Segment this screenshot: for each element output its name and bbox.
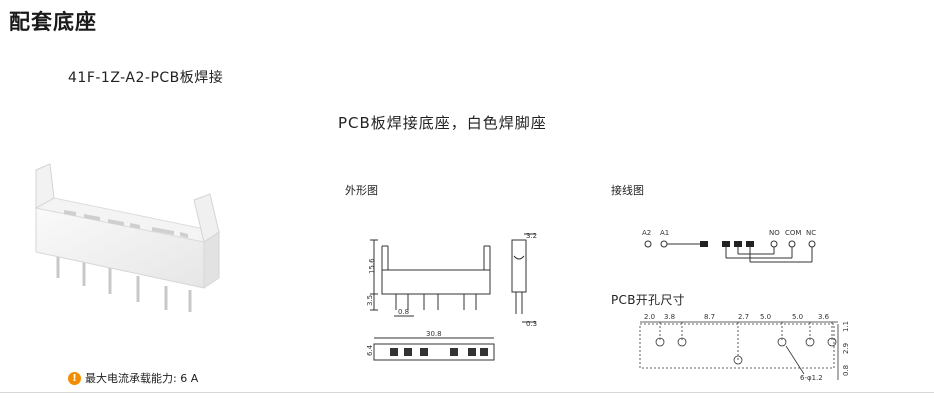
pcb-dim-2-0: 2.0 xyxy=(644,313,655,321)
terminal-com-label: COM xyxy=(785,229,801,237)
dim-0-8: 0.8 xyxy=(398,308,409,316)
dim-15-6: 15.6 xyxy=(368,258,376,274)
pcb-drilling-drawing: 2.0 3.8 8.7 2.7 5.0 5.0 3.6 1.1 2.9 0.8 … xyxy=(639,313,850,382)
dim-30-8: 30.8 xyxy=(426,330,442,338)
pcb-dim-2-7: 2.7 xyxy=(738,313,749,321)
pcb-dim-0-8: 0.8 xyxy=(842,365,850,376)
dim-6-4: 6.4 xyxy=(366,344,374,356)
pcb-label: PCB开孔尺寸 xyxy=(611,293,685,307)
wiring-label: 接线图 xyxy=(611,184,644,197)
product-subtitle: PCB板焊接底座，白色焊脚座 xyxy=(338,114,547,132)
pcb-dim-1-1: 1.1 xyxy=(842,321,850,332)
dim-3-5: 3.5 xyxy=(366,295,374,306)
pcb-hole-spec: 6-φ1.2 xyxy=(800,374,823,382)
terminal-no-label: NO xyxy=(769,229,780,237)
bottom-divider xyxy=(0,392,934,393)
pcb-dim-5-0a: 5.0 xyxy=(760,313,771,321)
pcb-dim-2-9: 2.9 xyxy=(842,343,850,354)
terminal-nc-label: NC xyxy=(806,229,816,237)
note-text: 最大电流承载能力: 6 A xyxy=(85,372,199,385)
pcb-dim-3-8: 3.8 xyxy=(664,313,675,321)
terminal-a2-label: A2 xyxy=(642,229,651,237)
wiring-diagram: A2 A1 NO COM NC xyxy=(642,229,816,263)
outline-label: 外形图 xyxy=(345,184,378,197)
pcb-dim-3-6: 3.6 xyxy=(818,313,830,321)
current-capacity-note: ! 最大电流承载能力: 6 A xyxy=(68,370,198,386)
terminal-a1-label: A1 xyxy=(660,229,669,237)
model-name: 41F-1Z-A2-PCB板焊接 xyxy=(68,70,224,86)
outline-drawing: 3.2 15.6 3.5 0.8 0.3 30.8 6.4 xyxy=(366,232,537,361)
socket-product-image xyxy=(34,163,221,312)
pcb-dim-8-7: 8.7 xyxy=(704,313,715,321)
section-title: 配套底座 xyxy=(9,10,97,34)
dim-3-2: 3.2 xyxy=(526,232,537,240)
pcb-dim-5-0b: 5.0 xyxy=(792,313,803,321)
dim-0-3: 0.3 xyxy=(526,320,537,328)
info-icon: ! xyxy=(68,371,81,385)
